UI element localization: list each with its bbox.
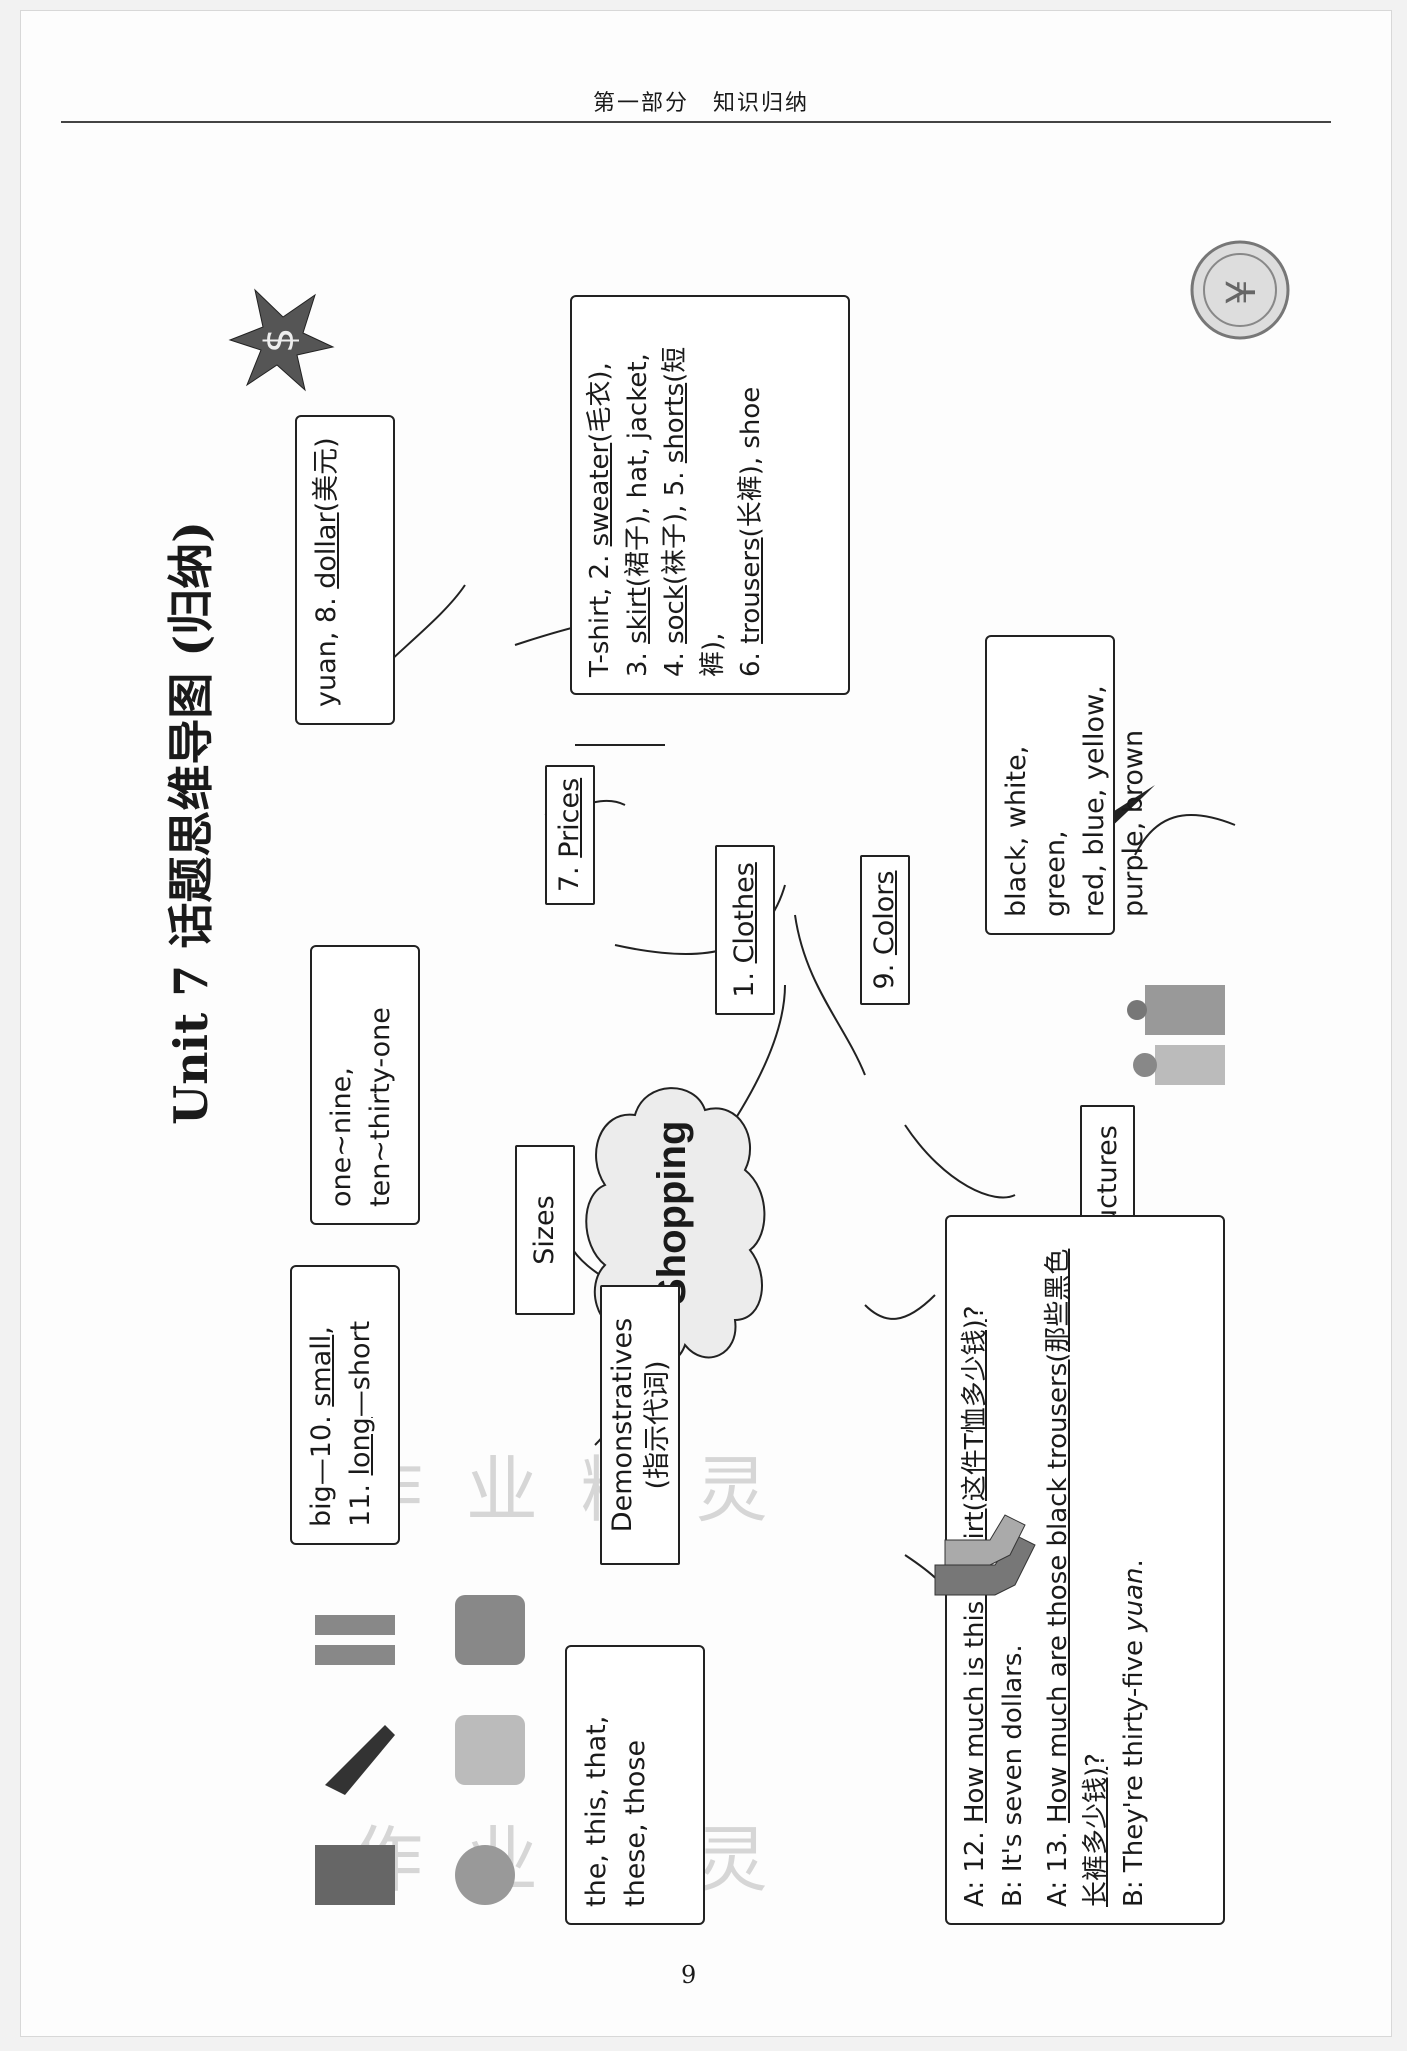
clothes-text: 4. xyxy=(660,643,691,677)
clothes-text: (袜子), 5. xyxy=(660,463,691,586)
node-sizes: Sizes xyxy=(515,1145,575,1315)
bigsmall-answer: long xyxy=(345,1417,377,1476)
coin-icon: ¥ xyxy=(1190,240,1290,340)
node-demonstratives: Demonstratives (指示代词) xyxy=(600,1285,680,1565)
sizes-line: one~nine, xyxy=(326,1067,357,1207)
clothes-text: (长裤), shoe xyxy=(735,386,766,538)
node-prices-label: Prices xyxy=(554,777,586,858)
structures-text: B: They're thirty-five xyxy=(1118,1631,1149,1907)
clothes-box: T-shirt, 2. sweater(毛衣), 3. skirt(裙子), h… xyxy=(570,295,850,695)
demonstratives-cn-label: (指示代词) xyxy=(642,1360,673,1490)
clothes-answer: trousers xyxy=(735,537,766,644)
bigsmall-line: 11. long—short xyxy=(341,1283,380,1527)
watermark: 作 业 精 灵 xyxy=(351,1448,778,1532)
clothes-answer: skirt xyxy=(622,587,653,644)
clothes-answer: sweater xyxy=(585,442,615,547)
demonstratives-box: the, this, that, these, those xyxy=(565,1645,705,1925)
svg-text:$: $ xyxy=(257,328,303,353)
clothes-answer: shorts xyxy=(660,382,691,464)
prices-box: yuan, 8. dollar(美元) xyxy=(295,415,395,725)
colors-line: black, white, green, xyxy=(1001,745,1072,917)
bigsmall-box: big—10. small, 11. long—short xyxy=(290,1265,400,1545)
structures-line: A: 13. How much are those black trousers… xyxy=(1040,1233,1115,1907)
colors-box: black, white, green, red, blue, yellow, … xyxy=(985,635,1149,935)
bigsmall-line: big—10. small, xyxy=(302,1283,341,1527)
structures-line: B: They're thirty-five yuan. xyxy=(1116,1233,1154,1907)
bigsmall-text: big—10. xyxy=(306,1406,337,1527)
bigsmall-answer: small xyxy=(306,1334,337,1407)
money-burst-icon: $ xyxy=(228,288,335,392)
sizes-box: one~nine, ten~thirty-one xyxy=(310,945,420,1225)
bigsmall-text: —short xyxy=(345,1320,377,1418)
demos-line: the, this, that, xyxy=(581,1715,612,1907)
page-header: 第一部分 知识归纳 xyxy=(592,91,809,116)
clothes-text: 3. xyxy=(622,643,653,677)
clothing-icons xyxy=(315,1615,395,1905)
node-clothes: 1. Clothes xyxy=(715,845,775,1015)
mind-map: Unit 7 话题思维导图 (归纳) yuan, 8. dollar(美元) 7… xyxy=(145,135,1407,1945)
demonstratives-label: Demonstratives xyxy=(606,1317,638,1533)
structures-text: A: 12. xyxy=(960,1823,990,1907)
center-label: Shopping xyxy=(650,1120,694,1305)
sizes-line: ten~thirty-one xyxy=(365,1007,397,1207)
page-title: Unit 7 话题思维导图 (归纳) xyxy=(164,521,218,1125)
node-clothes-label: Clothes xyxy=(729,862,761,964)
page-number: 9 xyxy=(681,1961,697,1989)
clothes-text: 6. xyxy=(735,643,766,677)
bigsmall-text: , xyxy=(306,1326,337,1335)
clothes-text: (裙子), hat, jacket, xyxy=(622,353,653,588)
structures-text: A: 13. xyxy=(1043,1823,1074,1907)
clothes-answer: sock xyxy=(660,585,691,644)
node-prices: 7. Prices xyxy=(545,765,595,905)
socks-icon xyxy=(934,1514,1036,1596)
colors-line: red, blue, yellow, xyxy=(1079,685,1111,917)
node-prices-num: 7. xyxy=(554,866,586,893)
clothes-line: 3. skirt(裙子), hat, jacket, xyxy=(620,313,658,677)
bigsmall-text: 11. xyxy=(345,1475,377,1527)
prices-answer-dollar: dollar xyxy=(311,512,342,589)
node-colors-num: 9. xyxy=(869,963,901,990)
prices-text-c: (美元) xyxy=(311,437,342,513)
colors-line: purple, brown xyxy=(1118,729,1150,917)
clothes-line: 6. trousers(长裤), shoe xyxy=(733,313,771,677)
node-colors-label: Colors xyxy=(869,870,901,956)
clothes-line: T-shirt, 2. sweater(毛衣), xyxy=(582,313,620,677)
clothes-line: 4. sock(袜子), 5. shorts(短裤), xyxy=(657,313,732,677)
node-clothes-num: 1. xyxy=(729,972,761,998)
svg-text:¥: ¥ xyxy=(1219,280,1265,305)
prices-text-a: yuan, 8. xyxy=(311,588,342,707)
clothes-text: T-shirt, 2. xyxy=(585,546,615,677)
structures-text: ? xyxy=(1081,1753,1112,1767)
structures-text: yuan xyxy=(1118,1567,1149,1632)
structures-text: ? xyxy=(960,1305,990,1320)
shoppers-illustration-icon xyxy=(1127,985,1225,1085)
demos-line: these, those xyxy=(620,1739,652,1907)
node-colors: 9. Colors xyxy=(860,855,910,1005)
clothing-icons-row2 xyxy=(455,1595,525,1905)
structures-text: . xyxy=(1118,1559,1149,1568)
structures-answer: How much are those black trousers(那些黑色长裤… xyxy=(1043,1248,1112,1907)
clothes-text: (毛衣), xyxy=(585,362,615,443)
header-rule xyxy=(61,121,1331,123)
